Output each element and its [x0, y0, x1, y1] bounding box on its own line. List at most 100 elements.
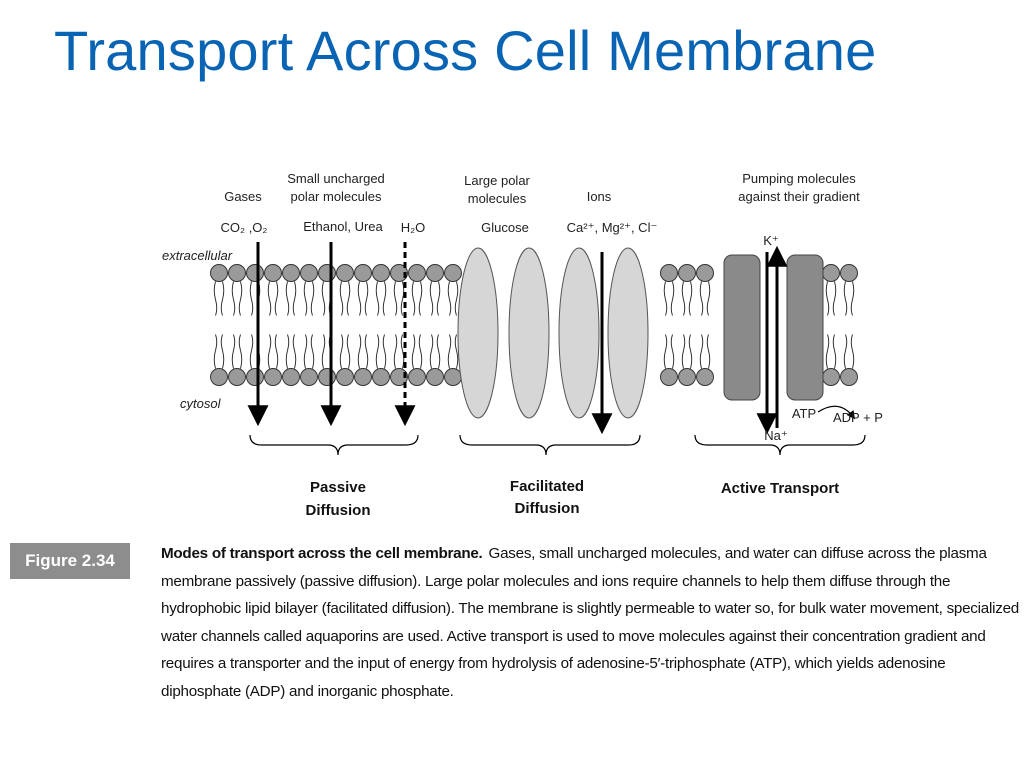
passive-brace [249, 434, 419, 456]
lipid-tail [681, 281, 686, 316]
passive-diffusion-label-line2: Diffusion [306, 502, 371, 519]
lipid-tail [825, 281, 830, 316]
lipid-tail [238, 334, 243, 369]
cytosol-label: cytosol [180, 396, 222, 411]
lipid-tail [411, 334, 416, 369]
lipid-tail [447, 281, 452, 316]
lipid-head [408, 264, 426, 282]
water-label: H₂O [401, 220, 426, 235]
lipid-head [390, 264, 408, 282]
lipid-tail [447, 334, 452, 369]
lipid-tail [825, 334, 830, 369]
lipid-tail [364, 281, 369, 316]
lipid-tail [699, 334, 704, 369]
adp-p-label: ADP + P [833, 410, 883, 425]
lipid-head [696, 264, 714, 282]
lipid-head [354, 368, 372, 386]
lipid-tail [339, 281, 344, 316]
channel-protein [607, 247, 649, 419]
lipid-head [318, 264, 336, 282]
small-uncharged-label-line1: Small uncharged [287, 171, 385, 186]
lipid-head [264, 368, 282, 386]
lipid-head [390, 368, 408, 386]
lipid-tail [681, 334, 686, 369]
lipid-head [678, 368, 696, 386]
lipid-heads [210, 264, 858, 386]
pumping-label-line1: Pumping molecules [742, 171, 856, 186]
lipid-head [822, 264, 840, 282]
lipid-head [444, 368, 462, 386]
figure-number-badge: Figure 2.34 [10, 543, 130, 579]
lipid-tail [375, 334, 380, 369]
facilitated-brace [459, 434, 641, 456]
lipid-tail [454, 281, 459, 316]
lipid-head [426, 368, 444, 386]
lipid-tail [382, 334, 387, 369]
channel-proteins [457, 247, 649, 419]
lipid-tail [357, 281, 362, 316]
ions-label: Ions [587, 189, 612, 204]
lipid-tail [429, 281, 434, 316]
lipid-tail [832, 281, 837, 316]
lipid-head [264, 264, 282, 282]
ethanol-urea-label: Ethanol, Urea [303, 219, 383, 234]
lipid-tail [292, 334, 297, 369]
lipid-tail [400, 334, 405, 369]
lipid-tail [843, 281, 848, 316]
lipid-tail [231, 281, 236, 316]
lipid-head [210, 368, 228, 386]
figure-caption: Modes of transport across the cell membr… [161, 540, 1021, 705]
lipid-tail [850, 334, 855, 369]
lipid-head [372, 368, 390, 386]
lipid-tail [285, 281, 290, 316]
lipid-head [822, 368, 840, 386]
lipid-tail [706, 334, 711, 369]
lipid-tail [418, 334, 423, 369]
lipid-head [354, 264, 372, 282]
lipid-tail [706, 281, 711, 316]
active-transport-label: Active Transport [721, 480, 839, 497]
lipid-tail [393, 334, 398, 369]
pump-protein [786, 254, 824, 401]
lipid-tail [663, 281, 668, 316]
lipid-tail [429, 334, 434, 369]
lipid-head [228, 368, 246, 386]
active-brace [694, 434, 866, 456]
lipid-tail [310, 334, 315, 369]
caption-lead: Modes of transport across the cell membr… [161, 545, 483, 562]
large-polar-label-line1: Large polar [464, 173, 530, 188]
lipid-head [840, 264, 858, 282]
lipid-tail [670, 281, 675, 316]
lipid-head [696, 368, 714, 386]
pump-protein [723, 254, 761, 401]
lipid-head [246, 368, 264, 386]
co2-o2-label: CO₂ ,O₂ [221, 220, 268, 235]
lipid-tail [418, 281, 423, 316]
sodium-label: Na⁺ [764, 428, 787, 443]
potassium-label: K⁺ [763, 233, 779, 248]
atp-label: ATP [792, 406, 816, 421]
lipid-tail [220, 281, 225, 316]
membrane-figure: Gases Small uncharged polar molecules La… [150, 160, 890, 530]
lipid-tail [231, 334, 236, 369]
lipid-tail [436, 334, 441, 369]
lipid-tail [238, 281, 243, 316]
lipid-tail [436, 281, 441, 316]
lipid-tail [303, 281, 308, 316]
lipid-head [336, 368, 354, 386]
lipid-head [318, 368, 336, 386]
atp-hydrolysis-arrow [817, 405, 855, 420]
lipid-head [210, 264, 228, 282]
lipid-tails [213, 281, 855, 369]
lipid-tail [303, 334, 308, 369]
lipid-tail [663, 334, 668, 369]
pumping-label-line2: against their gradient [738, 189, 860, 204]
lipid-tail [213, 281, 218, 316]
pump-proteins [723, 254, 824, 401]
lipid-tail [357, 334, 362, 369]
lipid-head [300, 368, 318, 386]
lipid-tail [346, 281, 351, 316]
channel-protein [457, 247, 499, 419]
lipid-tail [411, 281, 416, 316]
lipid-tail [454, 334, 459, 369]
